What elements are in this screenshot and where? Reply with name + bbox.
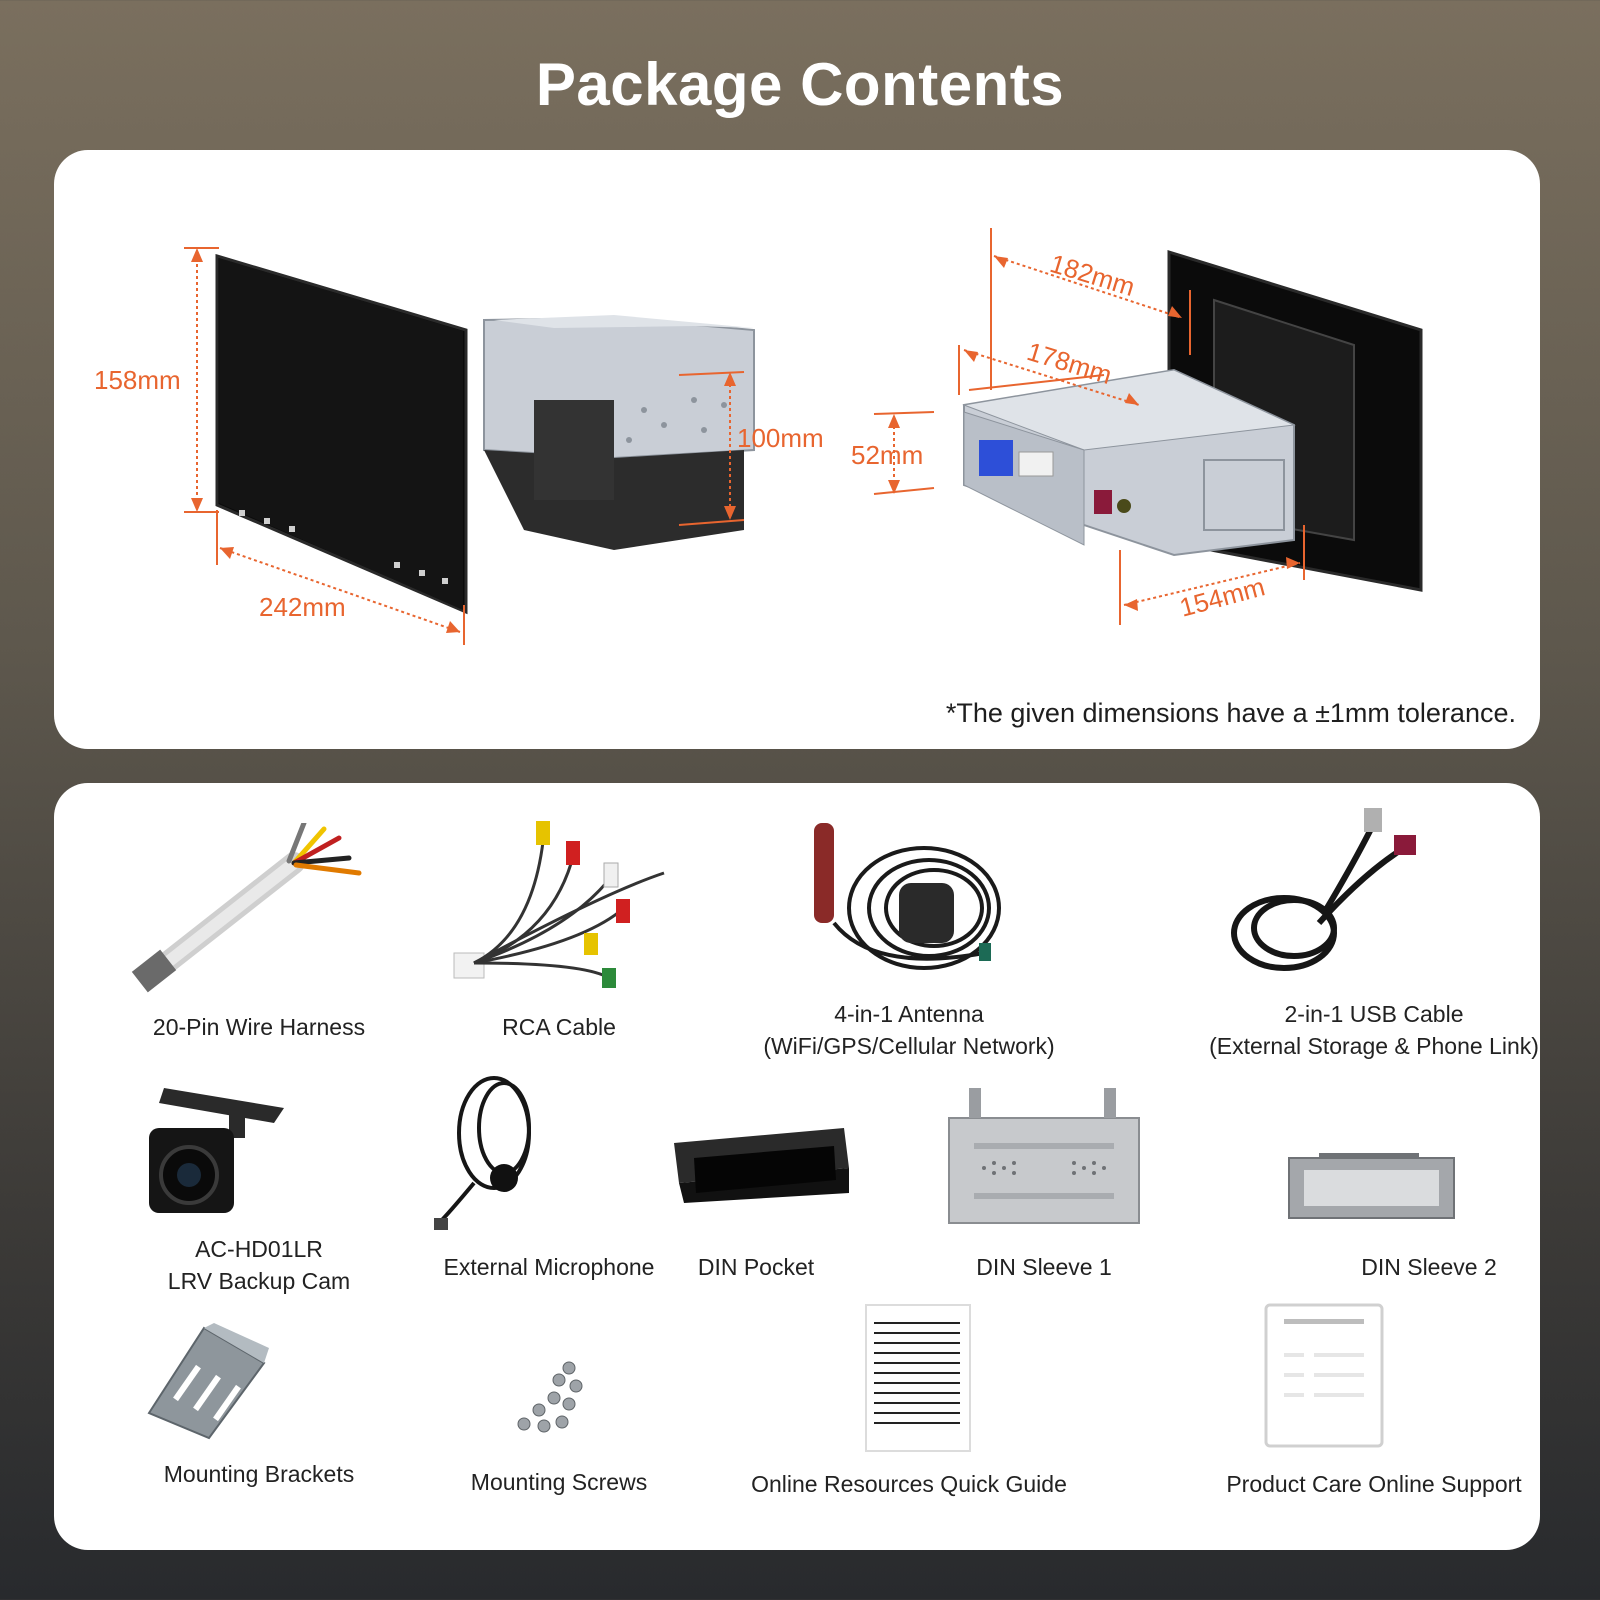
item-caption-screws: Mounting Screws: [470, 1469, 648, 1495]
guide-icon: [865, 1304, 971, 1452]
chassis-height-dimension-label: 52mm: [851, 440, 924, 470]
antenna-icon: [814, 823, 1001, 970]
support-card-icon: [1264, 1303, 1384, 1448]
usb-cable-icon: [1231, 808, 1416, 971]
backup-cam-icon: [149, 1088, 284, 1213]
item-caption-rca-cable: RCA Cable: [502, 1014, 616, 1040]
bracket-icon: [147, 1323, 269, 1440]
item-caption-microphone: External Microphone: [443, 1254, 655, 1280]
head-unit-front-image: [215, 253, 755, 615]
items-panel: 20-Pin Wire Harness RCA Cable: [54, 783, 1540, 1550]
item-caption-backup-cam: AC-HD01LR LRV Backup Cam: [167, 1236, 351, 1294]
item-caption-din-pocket: DIN Pocket: [697, 1254, 815, 1280]
din-sleeve-icon: [1288, 1153, 1455, 1219]
item-caption-din-sleeve-1: DIN Sleeve 1: [976, 1254, 1112, 1280]
page-title: Package Contents: [535, 51, 1065, 118]
item-caption-guide: Online Resources Quick Guide: [751, 1471, 1067, 1497]
head-unit-side-image: [962, 249, 1423, 592]
item-caption-brackets: Mounting Brackets: [163, 1461, 355, 1487]
din-sleeve-icon: [948, 1088, 1140, 1224]
wire-harness-icon: [131, 823, 362, 993]
din-pocket-icon: [674, 1128, 849, 1203]
item-caption-wire-harness: 20-Pin Wire Harness: [152, 1014, 366, 1040]
item-caption-usb-cable: 2-in-1 USB Cable (External Storage & Pho…: [1209, 1001, 1539, 1059]
tolerance-note: *The given dimensions have a ±1mm tolera…: [945, 698, 1516, 728]
dimensions-panel: 158mm 242mm 100mm 52mm 182mm 178mm 154mm…: [54, 150, 1540, 749]
rca-cable-icon: [453, 821, 665, 988]
item-caption-support: Product Care Online Support: [1226, 1471, 1522, 1497]
item-caption-din-sleeve-2: DIN Sleeve 2: [1361, 1254, 1497, 1280]
screws-icon: [517, 1361, 583, 1433]
dimension-diagram: [184, 228, 1423, 645]
item-caption-antenna: 4-in-1 Antenna (WiFi/GPS/Cellular Networ…: [763, 1001, 1055, 1059]
body-height-dimension-label: 100mm: [737, 423, 824, 453]
microphone-icon: [434, 1076, 531, 1230]
width-dimension-label: 242mm: [259, 592, 346, 622]
height-dimension-label: 158mm: [94, 365, 181, 395]
